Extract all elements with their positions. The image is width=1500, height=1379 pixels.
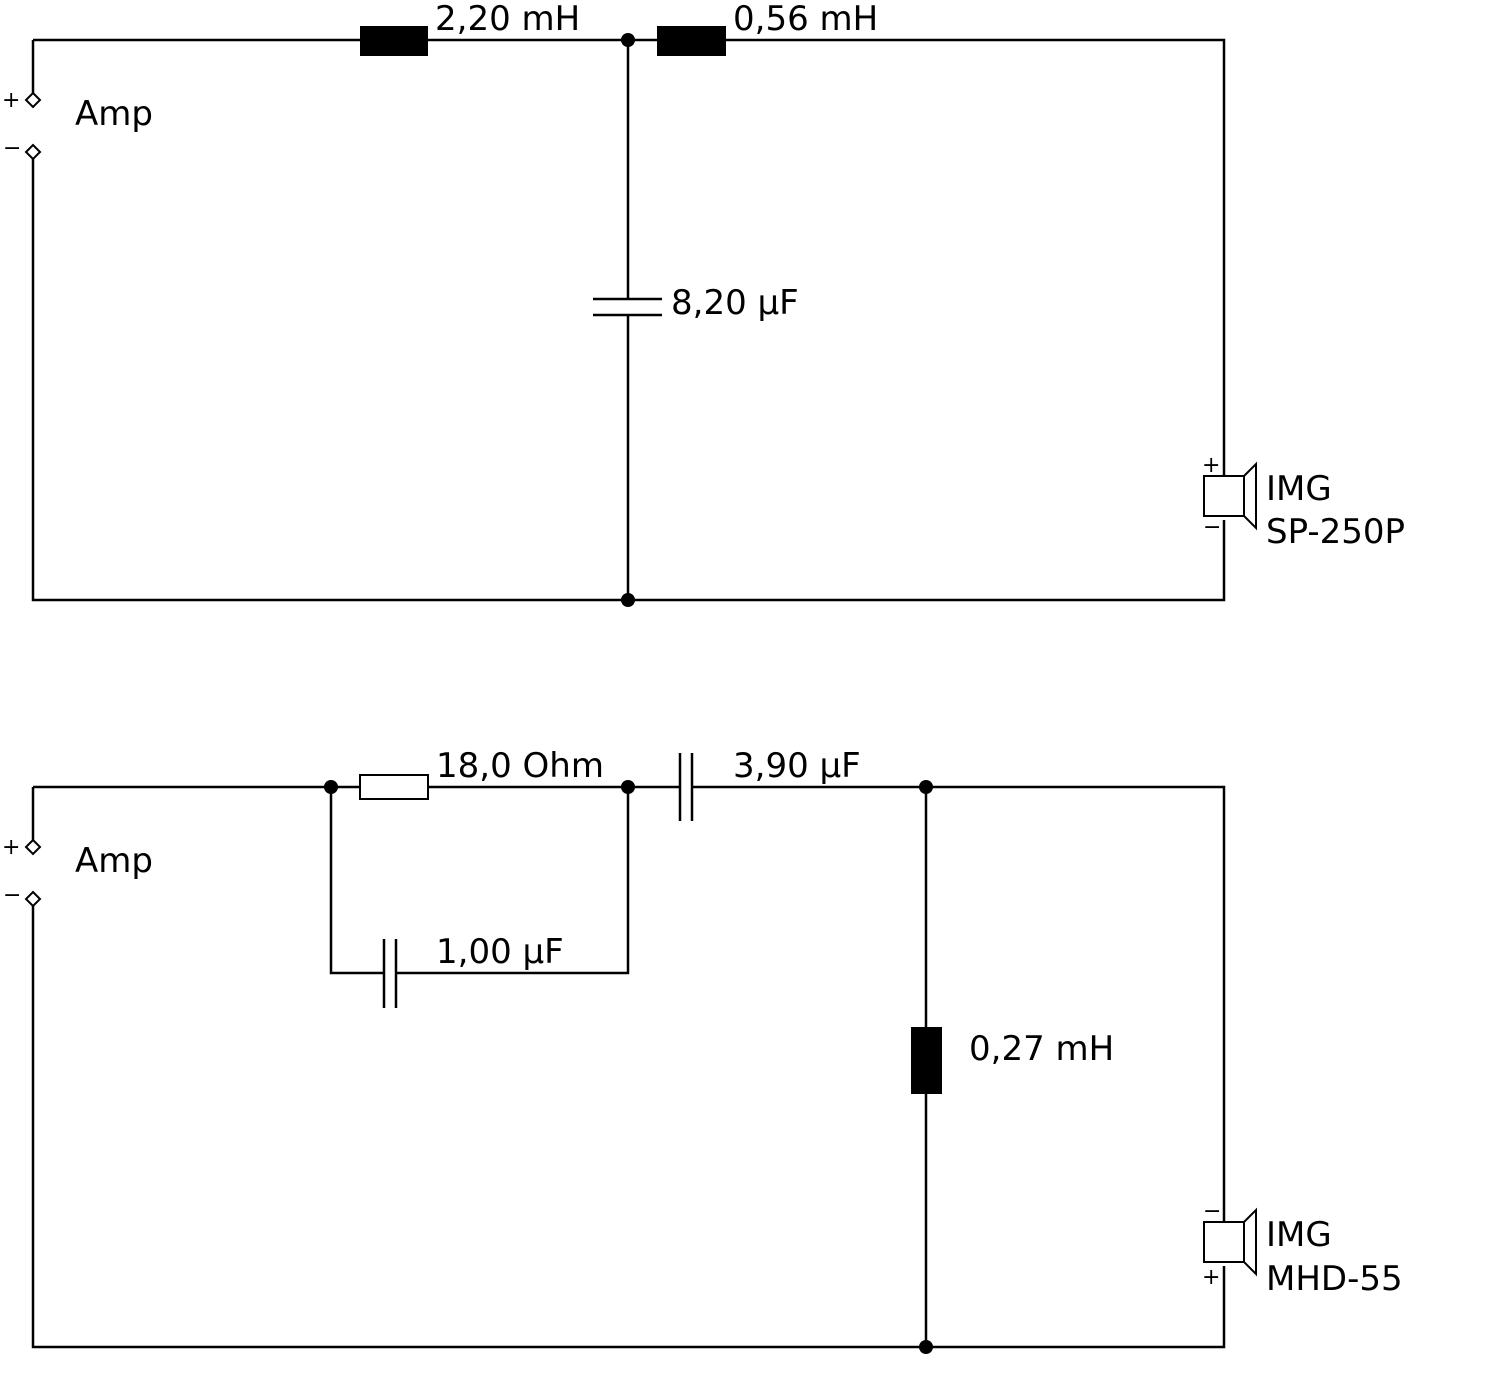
speaker-model: SP-250P bbox=[1266, 512, 1405, 552]
wire bbox=[396, 787, 630, 975]
amp-plus-terminal bbox=[24, 838, 42, 856]
inductor-value: 0,27 mH bbox=[969, 1029, 1114, 1069]
speaker-bottom-sign: + bbox=[1202, 1265, 1220, 1290]
amp-minus-terminal bbox=[24, 143, 42, 161]
wire bbox=[726, 38, 1226, 476]
inductor-l2-value: 0,56 mH bbox=[733, 0, 878, 39]
speaker-brand: IMG bbox=[1266, 1215, 1332, 1255]
inductor-l1 bbox=[360, 26, 428, 56]
speaker-bottom-sign: − bbox=[1203, 515, 1221, 540]
speaker-top-sign: − bbox=[1203, 1199, 1221, 1224]
speaker-model: MHD-55 bbox=[1266, 1259, 1403, 1299]
junction-dot bbox=[919, 780, 933, 794]
resistor-value: 18,0 Ohm bbox=[436, 746, 604, 786]
amp-plus-terminal bbox=[24, 91, 42, 109]
tweeter-circuit: + − Amp 18,0 Ohm 1,00 µF 3,90 µF 0,27 mH… bbox=[2, 746, 1403, 1354]
amp-label: Amp bbox=[75, 94, 153, 134]
speaker-top-sign: + bbox=[1202, 453, 1220, 478]
amp-label: Amp bbox=[75, 841, 153, 881]
junction-dot bbox=[621, 33, 635, 47]
speaker-icon bbox=[1203, 1207, 1257, 1277]
inductor-l2 bbox=[657, 26, 726, 56]
inductor bbox=[911, 1027, 942, 1094]
speaker-brand: IMG bbox=[1266, 469, 1332, 509]
resistor bbox=[359, 774, 429, 800]
wire bbox=[31, 905, 1226, 1349]
wire bbox=[329, 787, 384, 975]
inductor-l1-value: 2,20 mH bbox=[435, 0, 580, 39]
parallel-capacitor-value: 1,00 µF bbox=[436, 932, 564, 972]
junction-dot bbox=[621, 780, 635, 794]
capacitor-value: 8,20 µF bbox=[671, 283, 799, 323]
junction-dot bbox=[324, 780, 338, 794]
amp-plus-sign: + bbox=[2, 835, 20, 860]
amp-minus-terminal bbox=[24, 890, 42, 908]
junction-dot bbox=[621, 593, 635, 607]
wire bbox=[692, 785, 1226, 1222]
woofer-circuit: + − Amp 2,20 mH 0,56 mH 8,20 µF + − IMG … bbox=[2, 0, 1405, 607]
junction-dot bbox=[919, 1340, 933, 1354]
amp-minus-sign: − bbox=[3, 883, 21, 908]
amp-minus-sign: − bbox=[3, 136, 21, 161]
series-capacitor-value: 3,90 µF bbox=[733, 746, 861, 786]
amp-plus-sign: + bbox=[2, 88, 20, 113]
speaker-icon bbox=[1203, 461, 1257, 531]
